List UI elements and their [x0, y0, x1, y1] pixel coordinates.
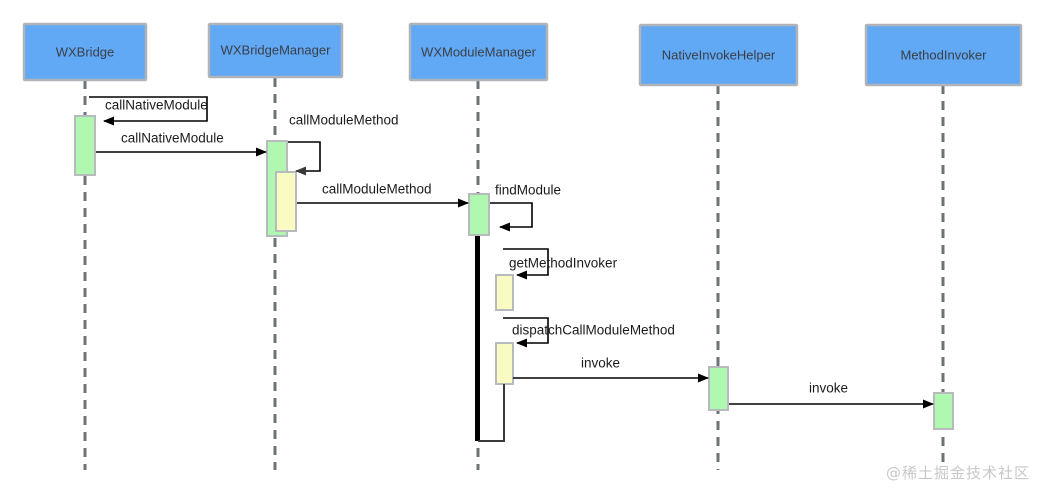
message-line-m1 — [89, 96, 208, 126]
participant-label-nativeinvokehelper: NativeInvokeHelper — [662, 47, 776, 62]
message-line-m6 — [503, 248, 549, 280]
participant-wxmodulemanager[interactable]: WXModuleManager — [408, 22, 549, 82]
participant-nativeinvokehelper[interactable]: NativeInvokeHelper — [638, 23, 799, 87]
participants-group: WXBridge WXBridgeManager WXModuleManager… — [22, 22, 1023, 87]
participant-box-wxbridge[interactable] — [22, 22, 148, 82]
participant-label-wxbridgemanager: WXBridgeManager — [221, 42, 331, 57]
message-label-m4: callModuleMethod — [322, 182, 432, 197]
participant-wxbridgemanager[interactable]: WXBridgeManager — [207, 22, 344, 79]
message-label-m6: getMethodInvoker — [509, 256, 618, 271]
message-label-m5: findModule — [495, 183, 561, 198]
activation-bar-wxmodulemanager-spine — [475, 232, 480, 441]
message-m3-callmodulemethod[interactable]: callModuleMethod — [288, 113, 399, 176]
message-label-m3: callModuleMethod — [289, 113, 399, 128]
message-m8-invoke[interactable]: invoke — [513, 356, 709, 383]
activation-bar-nativeinvokehelper — [708, 366, 729, 411]
message-label-m1: callNativeModule — [105, 98, 208, 113]
participant-box-nativeinvokehelper[interactable] — [638, 23, 799, 87]
return-path-wxmodulemanager — [478, 384, 505, 442]
message-line-m5 — [490, 202, 533, 232]
participant-box-wxbridgemanager[interactable] — [207, 22, 344, 79]
activation-bar-wxmodulemanager-getmethodinvoker — [495, 274, 514, 311]
message-label-m9: invoke — [809, 381, 848, 396]
activation-bar-wxbridge — [74, 115, 96, 176]
activation-bar-wxmodulemanager-main — [468, 193, 490, 236]
message-m2-callnativemodule[interactable]: callNativeModule — [96, 131, 267, 157]
message-m9-invoke[interactable]: invoke — [729, 381, 934, 409]
message-label-m7: dispatchCallModuleMethod — [512, 323, 675, 338]
activation-bar-methodinvoker — [933, 392, 954, 430]
message-m1-callnativemodule[interactable]: callNativeModule — [89, 96, 208, 126]
activation-bar-wxbridgemanager-nested — [275, 171, 297, 232]
participant-label-methodinvoker: MethodInvoker — [901, 47, 988, 62]
participant-wxbridge[interactable]: WXBridge — [22, 22, 148, 82]
message-line-m7 — [503, 317, 549, 348]
participant-label-wxbridge: WXBridge — [56, 44, 115, 59]
message-m7-dispatchcallmodulemethod[interactable]: dispatchCallModuleMethod — [503, 317, 675, 348]
participant-methodinvoker[interactable]: MethodInvoker — [864, 23, 1023, 87]
message-m5-findmodule[interactable]: findModule — [490, 183, 561, 232]
message-m4-callmodulemethod[interactable]: callModuleMethod — [297, 182, 469, 208]
participant-box-wxmodulemanager[interactable] — [408, 22, 549, 82]
message-label-m2: callNativeModule — [121, 131, 224, 146]
participant-label-wxmodulemanager: WXModuleManager — [421, 44, 537, 59]
message-line-m3 — [288, 141, 321, 176]
watermark-text: @稀土掘金技术社区 — [885, 464, 1030, 482]
activation-bar-wxmodulemanager-dispatch — [495, 342, 514, 385]
message-m6-getmethodinvoker[interactable]: getMethodInvoker — [503, 248, 618, 280]
participant-box-methodinvoker[interactable] — [864, 23, 1023, 87]
message-label-m8: invoke — [581, 356, 620, 371]
